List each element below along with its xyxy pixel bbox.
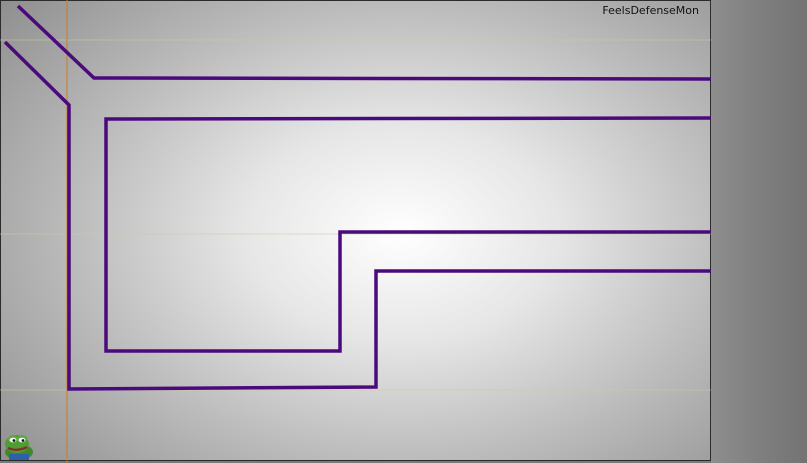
path-inner-wall <box>3 40 711 391</box>
path-loop-wall <box>104 116 712 353</box>
enemy-path <box>3 4 712 391</box>
pepe-frog-icon <box>3 432 35 460</box>
side-panel <box>711 0 807 463</box>
path-outer-wall <box>16 4 712 81</box>
game-title: FeelsDefenseMon <box>602 4 699 17</box>
